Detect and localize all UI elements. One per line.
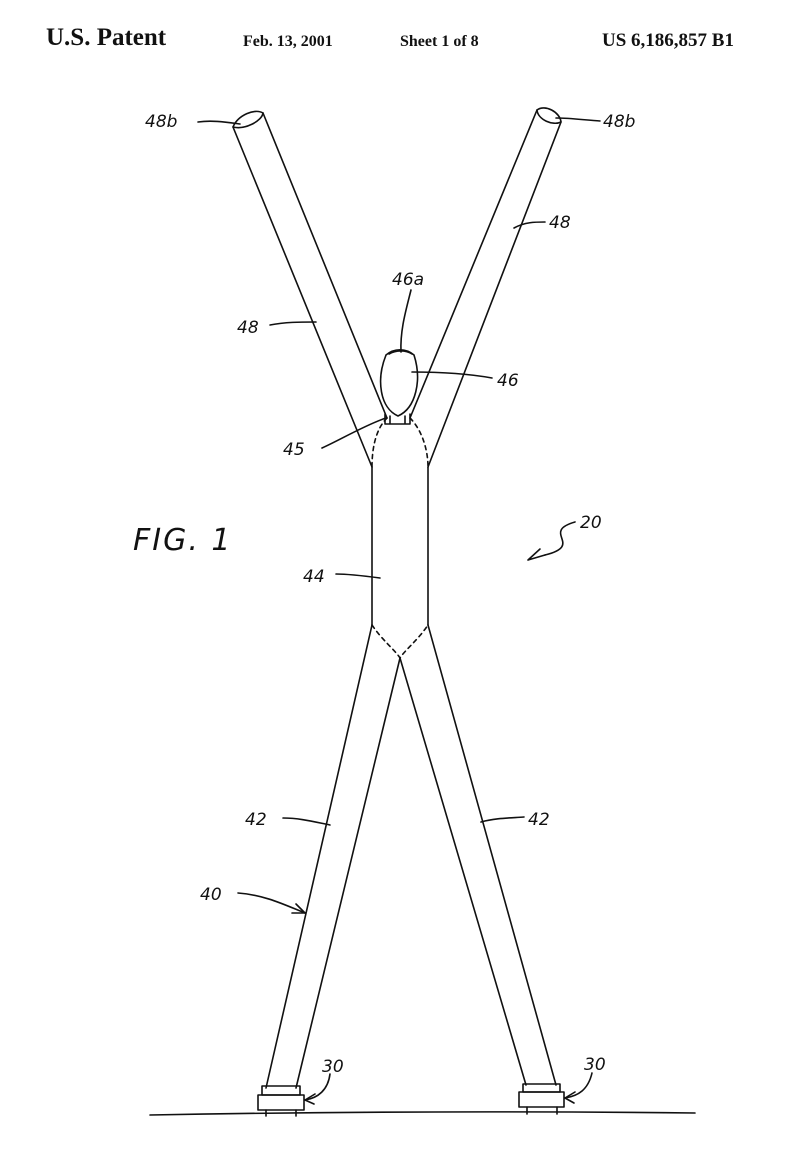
- label-30-right: 30: [584, 1055, 606, 1075]
- ground-line: [149, 1111, 696, 1116]
- leader-30-left: [304, 1073, 331, 1101]
- right-shoulder-joint: [409, 417, 429, 468]
- label-20: 20: [580, 513, 602, 533]
- leader-20: [544, 521, 576, 556]
- label-48-left: 48: [237, 318, 259, 338]
- right-arm: [409, 109, 562, 468]
- figure-caption: FIG. 1: [133, 523, 233, 558]
- patent-date: Feb. 13, 2001: [243, 33, 333, 50]
- leader-40: [237, 892, 306, 914]
- leader-44: [335, 573, 381, 579]
- label-42-left: 42: [245, 810, 267, 830]
- leader-46a: [400, 289, 412, 353]
- left-arm: [232, 112, 388, 468]
- leader-20-arrow: [527, 548, 546, 561]
- left-shoulder-joint: [371, 417, 388, 468]
- leader-48-right: [513, 221, 546, 229]
- base-right: [518, 1083, 565, 1115]
- base-left: [257, 1085, 305, 1117]
- leader-30-left-arrow: [304, 1093, 316, 1105]
- leader-48b-right: [555, 117, 601, 122]
- right-leg: [399, 624, 557, 1086]
- leader-46: [411, 371, 493, 379]
- patent-number: US 6,186,857 B1: [602, 30, 734, 51]
- label-40: 40: [200, 885, 222, 905]
- right-arm-tip: [536, 107, 562, 125]
- sheet-number: Sheet 1 of 8: [400, 33, 479, 50]
- label-48-right: 48: [549, 213, 571, 233]
- leader-30-right: [564, 1072, 593, 1099]
- hip-joint: [371, 624, 429, 659]
- patent-title: U.S. Patent: [46, 24, 167, 51]
- label-42-right: 42: [528, 810, 550, 830]
- label-48b-left: 48b: [145, 112, 177, 132]
- label-46: 46: [497, 371, 519, 391]
- left-arm-tip: [232, 110, 264, 129]
- label-30-left: 30: [322, 1057, 344, 1077]
- leader-45: [321, 417, 387, 449]
- label-48b-right: 48b: [603, 112, 635, 132]
- leader-42-right: [480, 816, 525, 823]
- leader-42-left: [282, 817, 331, 826]
- label-45: 45: [283, 440, 305, 460]
- label-46a: 46a: [392, 270, 424, 290]
- leader-48b-left: [197, 120, 241, 125]
- left-leg: [265, 624, 401, 1089]
- label-44: 44: [303, 567, 325, 587]
- leader-40-arrow: [291, 903, 306, 914]
- leader-30-right-arrow: [564, 1091, 576, 1104]
- head: [379, 348, 419, 417]
- torso: [371, 466, 429, 626]
- leader-48-left: [269, 321, 317, 326]
